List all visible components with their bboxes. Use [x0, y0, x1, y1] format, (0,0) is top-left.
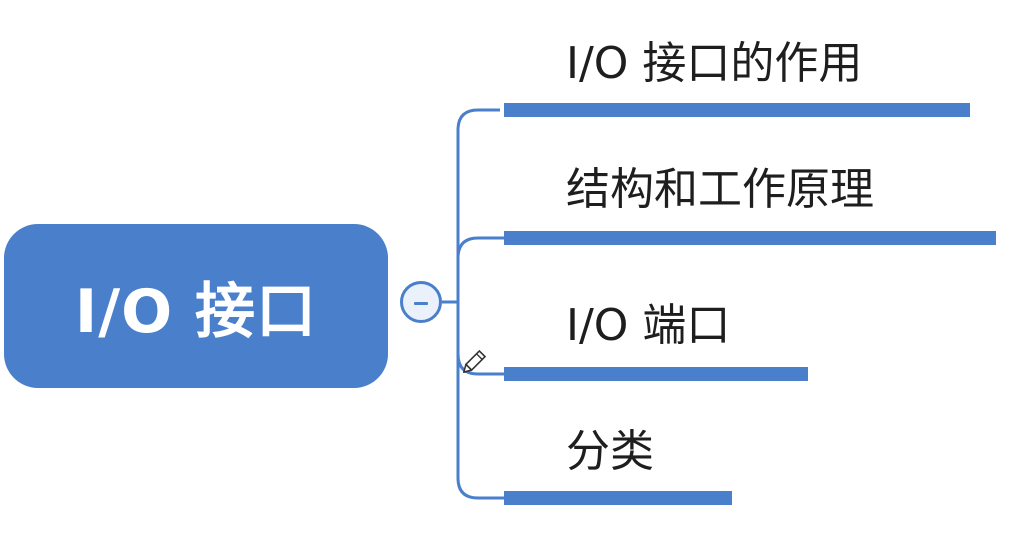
branch-label: 结构和工作原理	[566, 164, 874, 215]
minus-icon	[414, 301, 428, 305]
branch-node-structure-principle[interactable]: 结构和工作原理	[566, 164, 996, 220]
branch-node-classification[interactable]: 分类	[566, 426, 732, 482]
branch-underline-2	[504, 231, 996, 245]
root-node-label: I/O 接口	[74, 276, 318, 347]
branch-label: 分类	[566, 426, 654, 477]
branch-underline-4	[504, 491, 732, 505]
branch-underline-1	[504, 103, 970, 117]
branch-label: I/O 端口	[566, 300, 731, 351]
branch-node-io-interface-role[interactable]: I/O 接口的作用	[566, 38, 970, 94]
branch-connector-2	[456, 236, 506, 259]
spine-connector	[456, 108, 506, 500]
branch-underline-3	[504, 367, 808, 381]
branch-label: I/O 接口的作用	[566, 38, 863, 89]
collapse-toggle-button[interactable]	[400, 281, 442, 323]
branch-node-io-port[interactable]: I/O 端口	[566, 300, 808, 356]
root-node[interactable]: I/O 接口	[4, 224, 388, 388]
pencil-icon	[463, 349, 487, 373]
